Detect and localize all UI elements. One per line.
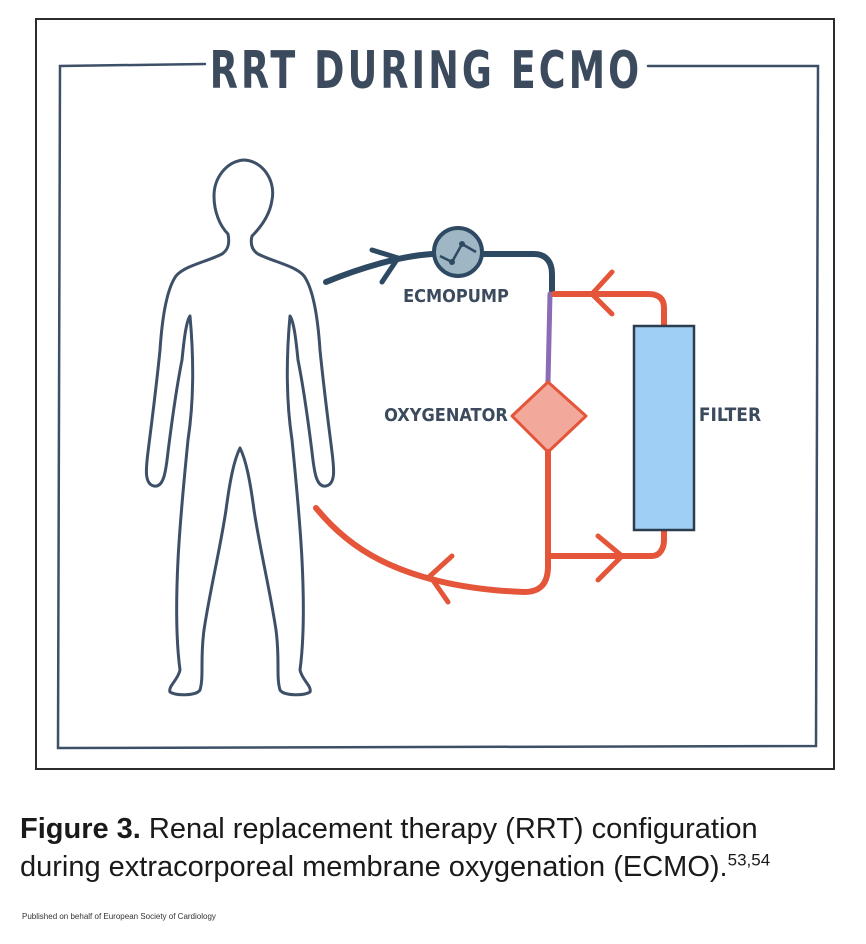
oxygenator-label: OXYGENATOR [384,405,508,426]
figure-caption: Figure 3. Renal replacement therapy (RRT… [20,810,840,886]
arterial-return-arrow [427,553,455,605]
pump-outflow-line [481,251,555,297]
diagram-title: RRT DURING ECMO [210,40,643,100]
venous-drainage-line [323,251,435,285]
oxygenator [510,380,588,454]
ecmo-pump [432,226,484,278]
venous-arrow [369,247,401,285]
filter-outlet-line [551,291,667,329]
human-body-outline [144,158,336,697]
caption-text-line1: Renal replacement therapy (RRT) configur… [148,813,758,845]
figure-frame [35,18,835,770]
filter-outlet-arrow [589,269,615,317]
pump-label: ECMOPUMP [403,286,509,307]
caption-text-line2: during extracorporeal membrane oxygenati… [20,851,728,883]
filter-inlet-line [545,527,667,559]
inner-frame [56,62,820,750]
filter-label: FILTER [699,404,761,426]
arterial-return-line [313,449,551,596]
publisher-note: Published on behalf of European Society … [22,912,216,921]
filter-inlet-arrow [595,533,625,583]
filter [632,324,696,532]
oxygenator-inlet-segment [545,291,553,385]
figure-label: Figure 3. [20,813,141,845]
caption-references[interactable]: 53,54 [727,850,771,870]
